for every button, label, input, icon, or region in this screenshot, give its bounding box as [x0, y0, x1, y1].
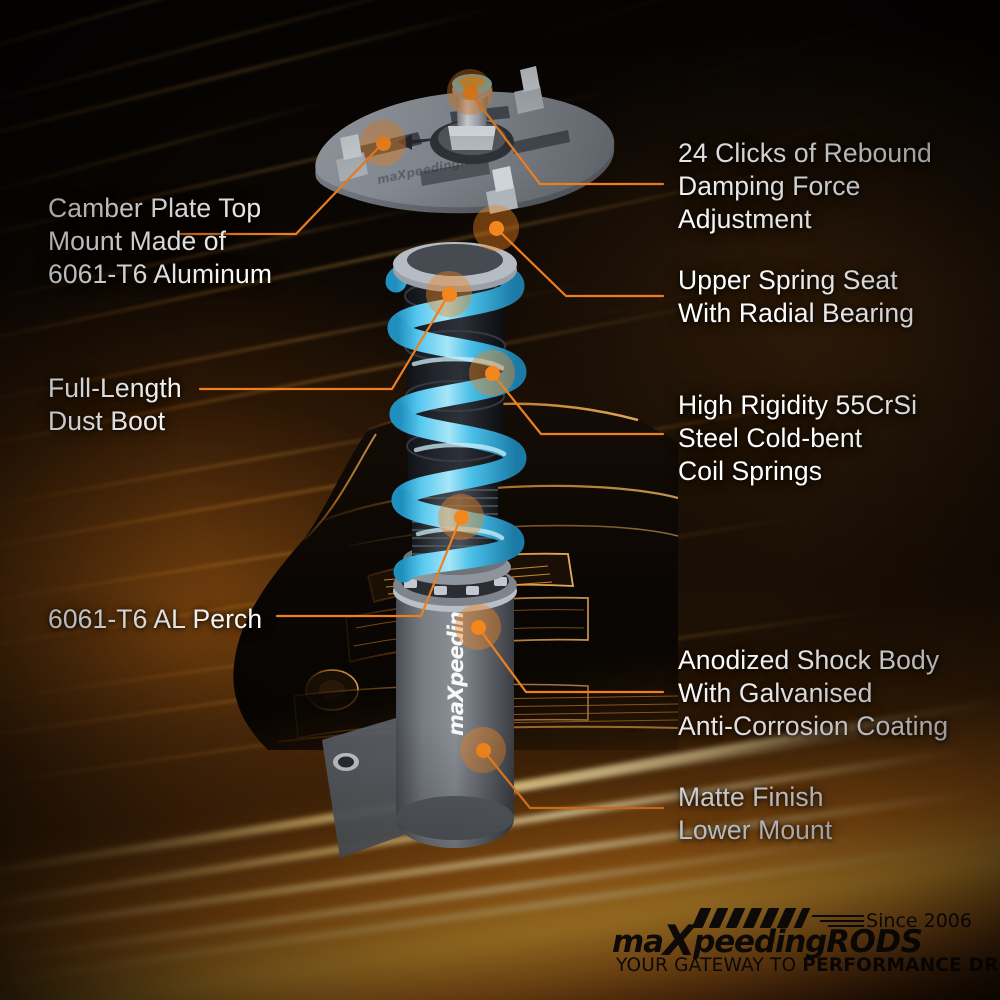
callout-label-rebound-damping: 24 Clicks of Rebound Damping Force Adjus…: [678, 138, 932, 234]
callout-label-coil-springs: High Rigidity 55CrSi Steel Cold-bent Coi…: [678, 390, 918, 486]
callout-line-al-perch: [275, 515, 463, 618]
callout-line-upper-spring-seat: [494, 226, 665, 298]
callout-dot-anodized-shock-body[interactable]: [455, 604, 501, 650]
tagline-bold: PERFORMANCE DRIVING: [802, 955, 1000, 976]
callout-dot-rebound-damping[interactable]: [447, 69, 493, 115]
callout-dot-dust-boot[interactable]: [426, 271, 472, 317]
tagline-plain: YOUR GATEWAY TO: [616, 955, 803, 976]
callout-line-anodized-shock-body: [476, 625, 665, 694]
brand-tagline: YOUR GATEWAY TO PERFORMANCE DRIVING: [616, 955, 1000, 976]
callout-label-upper-spring-seat: Upper Spring Seat With Radial Bearing: [678, 265, 915, 328]
callout-dot-camber-plate[interactable]: [360, 120, 406, 166]
callout-line-lower-mount: [481, 748, 665, 810]
callout-label-camber-plate: Camber Plate Top Mount Made of 6061-T6 A…: [48, 193, 273, 289]
callout-label-anodized-shock-body: Anodized Shock Body With Galvanised Anti…: [678, 645, 949, 741]
callout-label-lower-mount: Matte Finish Lower Mount: [678, 782, 833, 845]
brand-logo[interactable]: Since 2006 maXpeedingRODS YOUR GATEWAY T…: [612, 908, 1000, 978]
callout-line-rebound-damping: [468, 90, 665, 186]
callout-dot-coil-springs[interactable]: [469, 350, 515, 396]
logo-wordmark-row: Since 2006 maXpeedingRODS: [612, 908, 972, 965]
callout-line-dust-boot: [198, 292, 451, 391]
callout-line-coil-springs: [490, 371, 665, 436]
callout-dot-al-perch[interactable]: [438, 494, 484, 540]
callout-dot-lower-mount[interactable]: [460, 727, 506, 773]
callout-label-al-perch: 6061-T6 AL Perch: [48, 604, 263, 634]
callout-dot-upper-spring-seat[interactable]: [473, 205, 519, 251]
callout-label-dust-boot: Full-Length Dust Boot: [48, 373, 182, 436]
